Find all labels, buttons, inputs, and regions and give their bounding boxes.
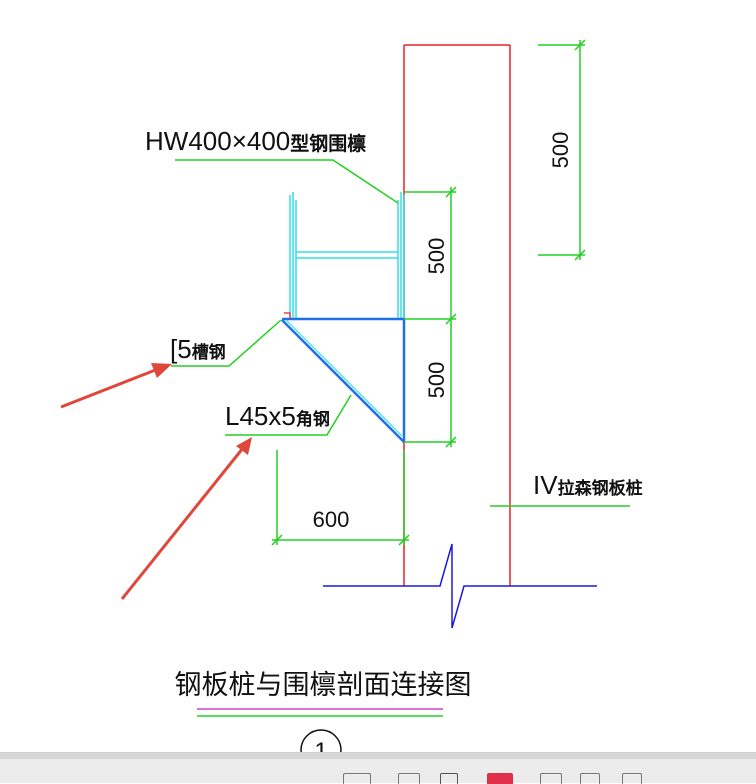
beam-label: HW400×400型钢围檩 [145,126,366,156]
dimension-top-text: 500 [548,132,573,169]
angle-label: L45x5角钢 [225,401,330,431]
drawing-title: 钢板桩与围檩剖面连接图 [175,670,472,701]
dimension-mid-lower-text: 500 [424,362,449,399]
channel-leader [171,319,282,367]
toolbar-icon-2[interactable] [398,773,420,784]
angle-steel-brace [281,319,406,443]
hw-wale-beam [289,192,405,318]
status-bar-strip [0,753,756,759]
pile-label: IV拉森钢板桩 [533,470,643,500]
status-bar [0,752,756,784]
annotation-arrow-angle [120,437,252,600]
dimension-top [538,39,586,261]
dimension-bottom-text: 600 [313,507,350,532]
beam-leader [175,159,399,204]
channel-steel [282,312,404,321]
toolbar-icon-3[interactable] [440,773,458,784]
steel-sheet-pile [403,44,511,586]
channel-label: [5槽钢 [170,334,226,364]
toolbar-icon-5[interactable] [540,773,562,784]
toolbar-icon-1[interactable] [343,773,371,784]
annotation-arrow-channel [60,363,172,409]
toolbar-icon-7[interactable] [622,773,642,784]
dimension-mid-upper [404,186,457,447]
toolbar-icon-4[interactable] [487,773,513,784]
dimension-mid-upper-text: 500 [424,238,449,275]
dimension-mid-lower [404,436,457,448]
dimension-bottom [271,450,410,546]
ground-line [323,543,597,629]
toolbar-icon-6[interactable] [580,773,600,784]
angle-leader [225,394,352,436]
